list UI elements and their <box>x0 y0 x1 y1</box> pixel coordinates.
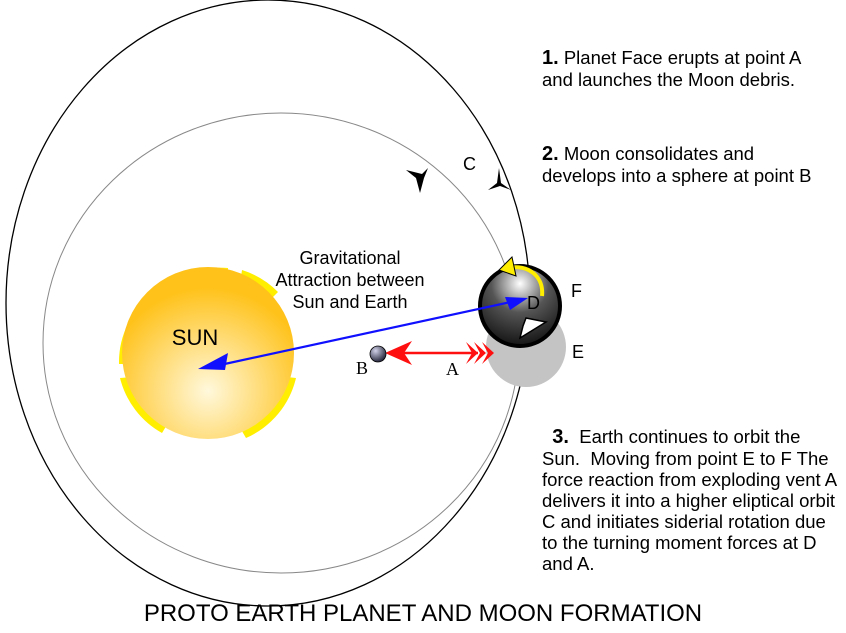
sun-label: SUN <box>172 325 218 350</box>
gravity-label-line3: Sun and Earth <box>292 292 407 312</box>
label-a: A <box>446 359 459 379</box>
note-1-text: Planet Face erupts at point A and launch… <box>542 47 801 90</box>
note-1: 1. Planet Face erupts at point A and lau… <box>542 47 832 90</box>
label-f: F <box>571 281 582 301</box>
diagram-title: PROTO EARTH PLANET AND MOON FORMATION <box>143 600 703 627</box>
orbit-direction-arrow-icon <box>406 168 428 193</box>
sun: SUN <box>118 267 296 439</box>
orbit-direction-arrow-icon-2 <box>488 168 511 190</box>
earth <box>478 255 562 348</box>
note-1-number: 1. <box>542 47 559 69</box>
gravity-label-line1: Gravitational <box>299 248 400 268</box>
label-c: C <box>463 154 476 174</box>
gravity-label: Gravitational Attraction between Sun and… <box>275 248 424 312</box>
gravity-label-line2: Attraction between <box>275 270 424 290</box>
note-2-text: Moon consolidates and develops into a sp… <box>542 143 812 186</box>
moon <box>369 345 387 363</box>
gravity-arrow <box>198 297 528 370</box>
label-e: E <box>572 342 584 362</box>
label-d: D <box>527 293 540 313</box>
eruption-arrow <box>385 341 494 365</box>
note-3: 3. Earth continues to orbit the Sun. Mov… <box>542 405 842 574</box>
sun-disc <box>122 267 294 439</box>
label-b: B <box>356 358 368 378</box>
note-2: 2. Moon consolidates and develops into a… <box>542 143 832 186</box>
note-3-number: 3. <box>552 426 569 448</box>
note-2-number: 2. <box>542 143 559 165</box>
rotation-force-arrow-icon <box>518 317 549 340</box>
note-3-text: Earth continues to orbit the Sun. Moving… <box>542 426 842 574</box>
